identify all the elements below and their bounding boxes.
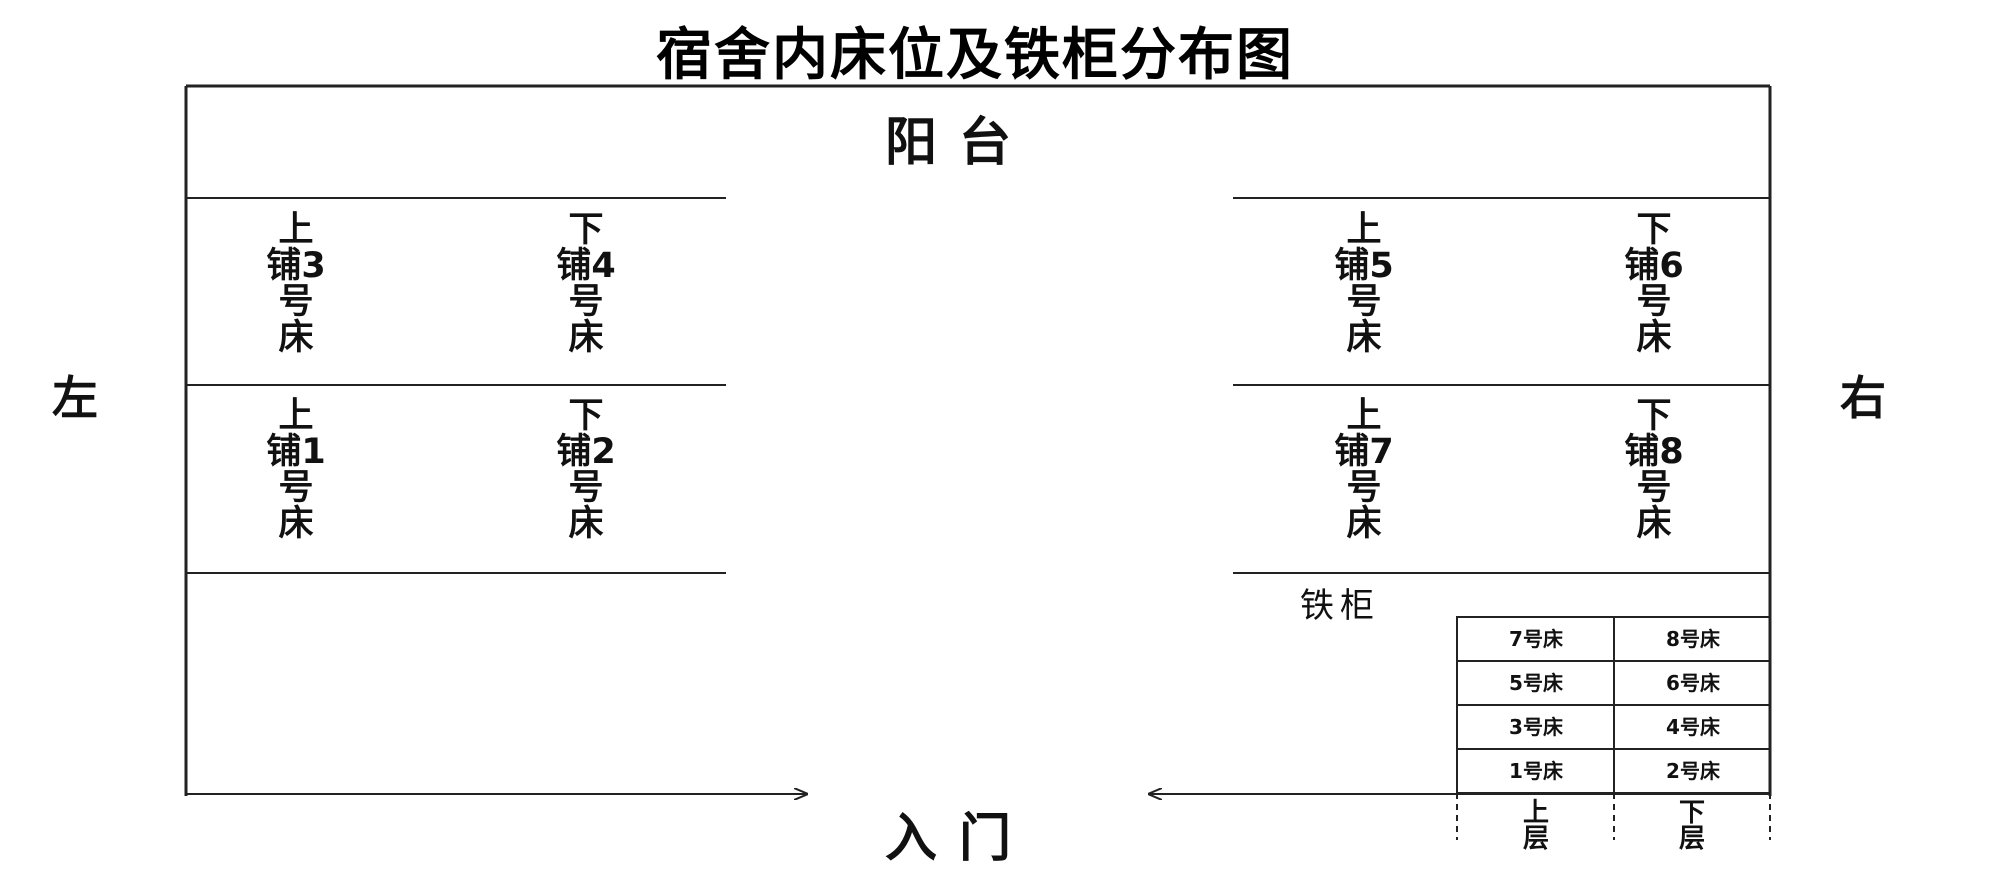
bed-7: 上铺7号床: [1334, 396, 1394, 544]
left-side-label: 左: [52, 371, 98, 425]
locker-cell: 8号床: [1666, 627, 1720, 651]
bed-8: 下铺8号床: [1624, 396, 1684, 544]
bed-6: 下铺6号床: [1624, 210, 1684, 358]
bed-4: 下铺4号床: [556, 210, 616, 358]
entrance-label: 入门: [885, 808, 1034, 869]
locker-cell: 7号床: [1509, 627, 1563, 651]
right-side-label: 右: [1840, 371, 1886, 425]
locker-cell: 5号床: [1509, 671, 1563, 695]
diagram-title: 宿舍内床位及铁柜分布图: [656, 23, 1294, 88]
locker-grid: [1456, 616, 1771, 840]
balcony-label: 阳台: [885, 112, 1034, 173]
locker-cell: 2号床: [1666, 759, 1720, 783]
bed-1: 上铺1号床: [266, 396, 326, 544]
bed-2: 下铺2号床: [556, 396, 616, 544]
bed-3: 上铺3号床: [266, 210, 326, 358]
upper-layer-label: 上层: [1522, 798, 1549, 854]
locker-cell: 6号床: [1666, 671, 1720, 695]
locker-cell: 3号床: [1509, 715, 1563, 739]
bed-5: 上铺5号床: [1334, 210, 1394, 358]
locker-cell: 1号床: [1509, 759, 1563, 783]
lower-layer-label: 下层: [1678, 798, 1705, 854]
locker-label: 铁柜: [1300, 586, 1380, 626]
locker-cell: 4号床: [1666, 715, 1720, 739]
